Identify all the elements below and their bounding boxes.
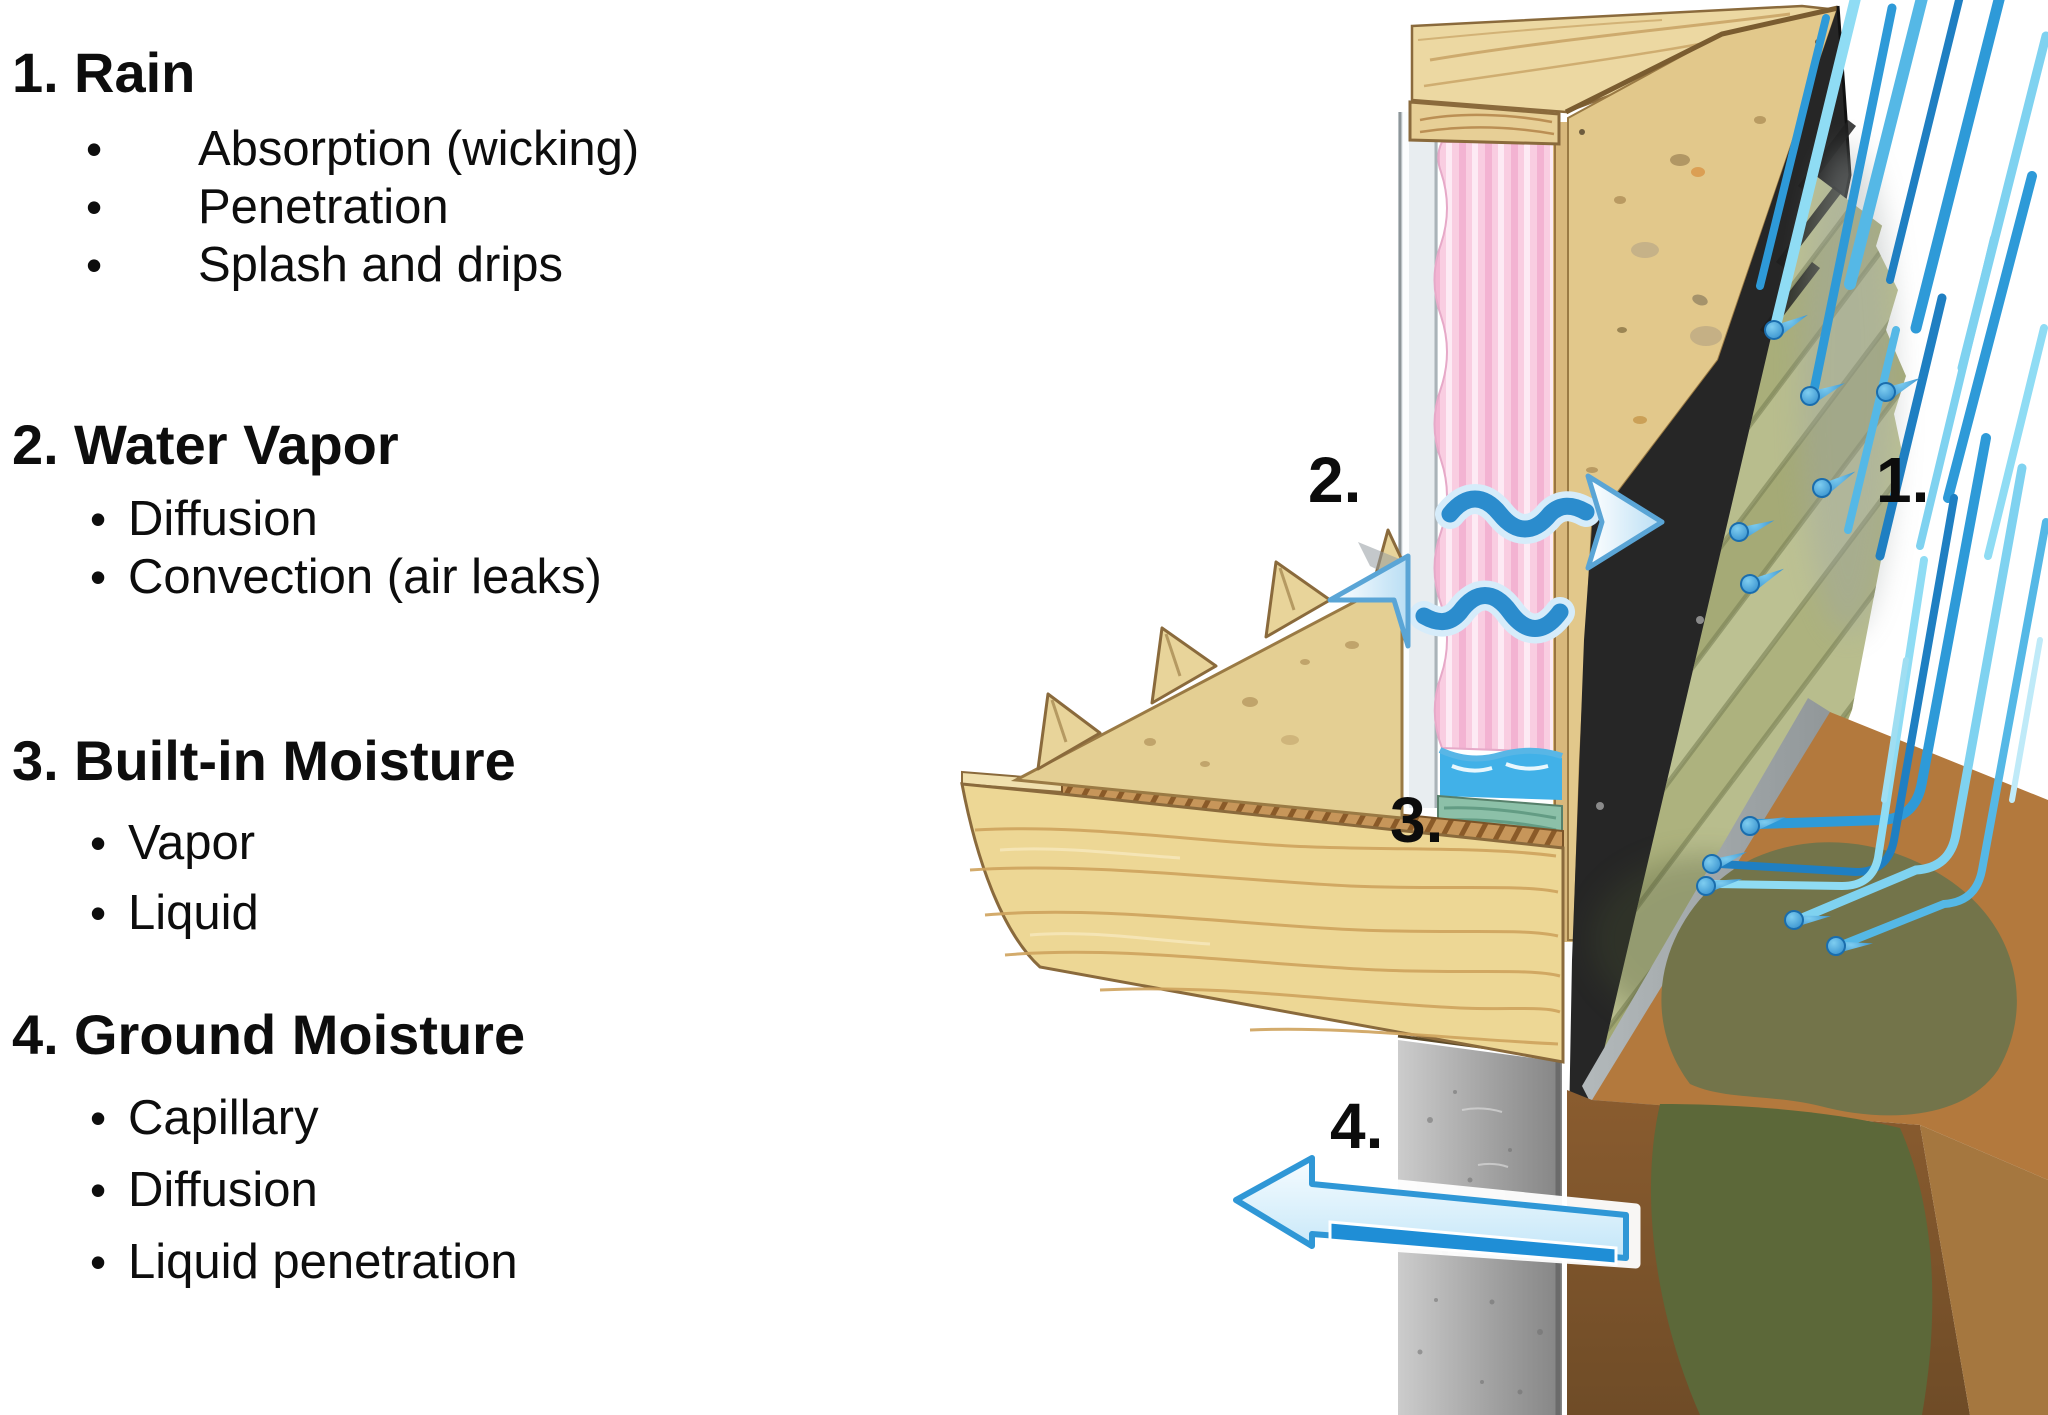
bullet-icon: • — [90, 817, 107, 869]
section-title: Built-in Moisture — [74, 729, 516, 792]
section-number: 2. — [12, 413, 59, 476]
bullet-icon: • — [90, 1236, 107, 1288]
list-item: • Liquid — [90, 878, 516, 948]
list-item: • Diffusion — [90, 490, 602, 548]
bullet-icon: • — [90, 493, 107, 545]
label-rain: 1. — [1876, 444, 1929, 516]
list-item: • Vapor — [90, 808, 516, 878]
section-title: Water Vapor — [74, 413, 399, 476]
beam-grain — [969, 827, 1561, 1046]
rain-streaks-upper — [1756, 0, 2048, 561]
list-item-label: Diffusion — [128, 492, 318, 546]
drywall-layer — [1398, 112, 1438, 808]
section-title: Rain — [74, 41, 196, 104]
list-item: • Penetration — [86, 178, 639, 236]
floor-framing — [1010, 528, 1404, 820]
list-item: • Capillary — [90, 1082, 525, 1154]
panel-speckles — [1144, 641, 1359, 767]
list-item: • Liquid penetration — [90, 1226, 525, 1298]
bullet-icon: • — [86, 239, 103, 291]
bullet-icon: • — [90, 551, 107, 603]
section-number: 1. — [12, 41, 59, 104]
joist-ends — [1036, 528, 1404, 771]
ground-block — [1567, 712, 2048, 1415]
bullet-icon: • — [90, 887, 107, 939]
list-item: • Convection (air leaks) — [90, 548, 602, 606]
bullet-icon: • — [90, 1164, 107, 1216]
bullet-icon: • — [86, 123, 103, 175]
bullet-list: • Capillary • Diffusion • Liquid penetratio… — [12, 1082, 525, 1298]
section-number: 3. — [12, 729, 59, 792]
ground-moisture-arrow-icon — [1217, 1141, 1641, 1269]
section-built-in-moisture: 3.Built-in Moisture • Vapor • Liquid — [12, 730, 516, 948]
wall-edge-shadow — [1800, 145, 1896, 635]
list-item-label: Vapor — [128, 816, 256, 870]
list-item-label: Liquid — [128, 886, 259, 940]
bullet-icon: • — [86, 181, 103, 233]
list-item-label: Absorption (wicking) — [198, 122, 640, 176]
water-pool — [1438, 747, 1563, 800]
vapor-wave-arrow-right-icon — [1435, 473, 1665, 571]
rain-streaks-lower — [1710, 433, 2048, 948]
list-item: • Diffusion — [90, 1154, 525, 1226]
section-heading: 1.Rain — [12, 42, 639, 104]
bullet-list: • Absorption (wicking) • Penetration • Spla… — [12, 120, 639, 294]
list-item-label: Diffusion — [128, 1163, 318, 1217]
label-ground-moisture: 4. — [1330, 1090, 1383, 1162]
section-water-vapor: 2.Water Vapor • Diffusion • Convection (ai… — [12, 414, 602, 606]
list-item-label: Splash and drips — [198, 238, 564, 292]
list-item: • Absorption (wicking) — [86, 120, 639, 178]
grass-patch-front — [1650, 1104, 1933, 1415]
list-item-label: Capillary — [128, 1091, 319, 1145]
section-heading: 2.Water Vapor — [12, 414, 602, 476]
list-item-label: Penetration — [198, 180, 449, 234]
section-number: 4. — [12, 1003, 59, 1066]
list-item-label: Liquid penetration — [128, 1235, 518, 1289]
label-built-in-moisture: 3. — [1390, 784, 1443, 856]
bullet-list: • Vapor • Liquid — [12, 808, 516, 948]
bullet-list: • Diffusion • Convection (air leaks) — [12, 490, 602, 606]
section-title: Ground Moisture — [74, 1003, 526, 1066]
insulation-batt — [1433, 141, 1556, 754]
section-heading: 4.Ground Moisture — [12, 1004, 525, 1066]
list-item-label: Convection (air leaks) — [128, 550, 602, 604]
soil-right-face — [1920, 1125, 2048, 1415]
label-water-vapor: 2. — [1308, 444, 1361, 516]
bullet-icon: • — [90, 1092, 107, 1144]
section-heading: 3.Built-in Moisture — [12, 730, 516, 792]
section-ground-moisture: 4.Ground Moisture • Capillary • Diffusion … — [12, 1004, 525, 1298]
vapor-wave-arrow-left-icon — [1327, 553, 1575, 649]
section-rain: 1.Rain • Absorption (wicking) • Penetratio… — [12, 42, 639, 294]
list-item: • Splash and drips — [86, 236, 639, 294]
